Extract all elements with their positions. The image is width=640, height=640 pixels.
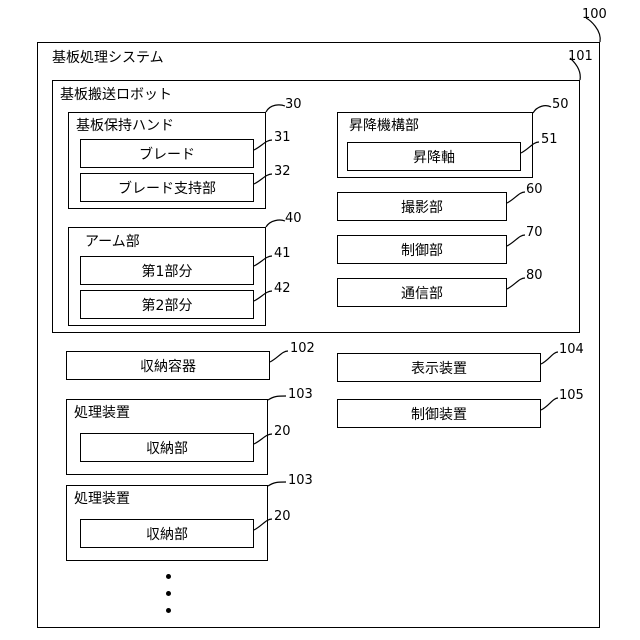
robot-ref: 101	[568, 50, 593, 64]
processor-title: 処理装置	[74, 405, 130, 421]
control-box: 制御部	[337, 235, 507, 264]
shaft-ref: 51	[541, 133, 558, 147]
part2-label: 第2部分	[142, 295, 193, 315]
storage-box: 収納部	[80, 519, 254, 548]
comm-ref: 80	[526, 269, 543, 283]
part1-label: 第1部分	[142, 261, 193, 281]
camera-box: 撮影部	[337, 192, 507, 221]
storage-ref: 20	[274, 510, 291, 524]
robot-title: 基板搬送ロボット	[60, 87, 172, 103]
part2-ref: 42	[274, 282, 291, 296]
part2-box: 第2部分	[80, 290, 254, 319]
control-ref: 70	[526, 226, 543, 240]
controller-ref: 105	[559, 389, 584, 403]
blade-ref: 31	[274, 131, 291, 145]
container-label: 収納容器	[140, 356, 196, 376]
processor-ref: 103	[288, 474, 313, 488]
ellipsis-dot	[166, 574, 171, 579]
blade-box: ブレード	[80, 139, 254, 168]
processor-title: 処理装置	[74, 491, 130, 507]
system-title: 基板処理システム	[52, 50, 164, 66]
shaft-box: 昇降軸	[347, 142, 521, 171]
camera-ref: 60	[526, 183, 543, 197]
camera-label: 撮影部	[401, 197, 443, 217]
system-ref: 100	[582, 8, 607, 22]
display-box: 表示装置	[337, 353, 541, 382]
part1-ref: 41	[274, 247, 291, 261]
arm-ref: 40	[285, 212, 302, 226]
shaft-label: 昇降軸	[413, 147, 455, 167]
hand-ref: 30	[285, 98, 302, 112]
ellipsis-dot	[166, 608, 171, 613]
controller-box: 制御装置	[337, 399, 541, 428]
display-ref: 104	[559, 343, 584, 357]
hand-title: 基板保持ハンド	[76, 118, 174, 134]
storage-label: 収納部	[146, 524, 188, 544]
arm-title: アーム部	[85, 234, 140, 250]
storage-label: 収納部	[146, 438, 188, 458]
blade-support-ref: 32	[274, 165, 291, 179]
controller-label: 制御装置	[411, 404, 467, 424]
lift-title: 昇降機構部	[349, 118, 419, 134]
lift-ref: 50	[552, 98, 569, 112]
processor-ref: 103	[288, 388, 313, 402]
part1-box: 第1部分	[80, 256, 254, 285]
blade-support-box: ブレード支持部	[80, 173, 254, 202]
control-label: 制御部	[401, 240, 443, 260]
ellipsis-dot	[166, 591, 171, 596]
display-label: 表示装置	[411, 358, 467, 378]
storage-box: 収納部	[80, 433, 254, 462]
blade-support-label: ブレード支持部	[118, 178, 216, 198]
storage-ref: 20	[274, 425, 291, 439]
comm-label: 通信部	[401, 283, 443, 303]
container-box: 収納容器	[66, 351, 270, 380]
comm-box: 通信部	[337, 278, 507, 307]
blade-label: ブレード	[139, 144, 195, 164]
container-ref: 102	[290, 342, 315, 356]
